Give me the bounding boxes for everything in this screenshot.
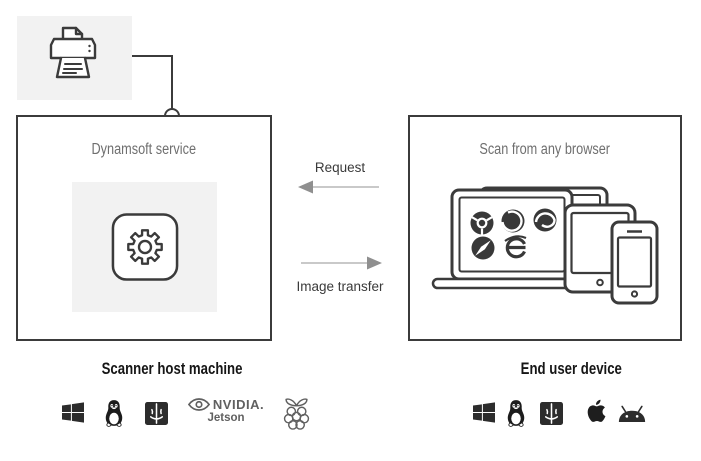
nvidia-wordmark: NVIDIA. (212, 397, 265, 412)
end-user-box-title: Scan from any browser (479, 141, 611, 158)
image-transfer-label: Image transfer (296, 279, 384, 294)
laptop-icon (450, 188, 574, 281)
edge-icon (533, 208, 557, 232)
gear-icon (111, 213, 178, 281)
jetson-wordmark: Jetson (207, 412, 245, 424)
linux-tux-icon (507, 400, 525, 427)
request-label: Request (314, 160, 366, 175)
internet-explorer-icon (504, 235, 527, 259)
devices-illustration (431, 186, 659, 305)
smartphone-icon (610, 220, 659, 305)
windows-icon (473, 402, 495, 423)
dynamsoft-service-box: Dynamsoft service (16, 115, 272, 341)
windows-icon (62, 402, 84, 423)
firefox-icon (501, 209, 525, 233)
macos-icon (145, 402, 168, 425)
service-box-title: Dynamsoft service (91, 141, 197, 158)
macos-icon (540, 402, 563, 425)
service-tile (72, 182, 217, 312)
linux-tux-icon (105, 400, 123, 427)
request-arrow (298, 180, 379, 194)
raspberry-pi-icon (283, 398, 310, 430)
printer-icon (49, 26, 97, 79)
scanner-host-caption: Scanner host machine (101, 360, 243, 378)
connector-vertical-line (171, 55, 173, 109)
scanner-tile (17, 16, 132, 100)
android-icon (618, 405, 646, 422)
safari-icon (471, 236, 495, 260)
chrome-icon (470, 211, 494, 235)
end-user-caption: End user device (520, 360, 622, 378)
apple-icon (587, 399, 606, 422)
nvidia-eye-icon (187, 398, 210, 411)
connector-horizontal-line (132, 55, 173, 57)
image-transfer-arrow (301, 256, 382, 270)
nvidia-jetson-logo: NVIDIA. Jetson (186, 397, 266, 424)
